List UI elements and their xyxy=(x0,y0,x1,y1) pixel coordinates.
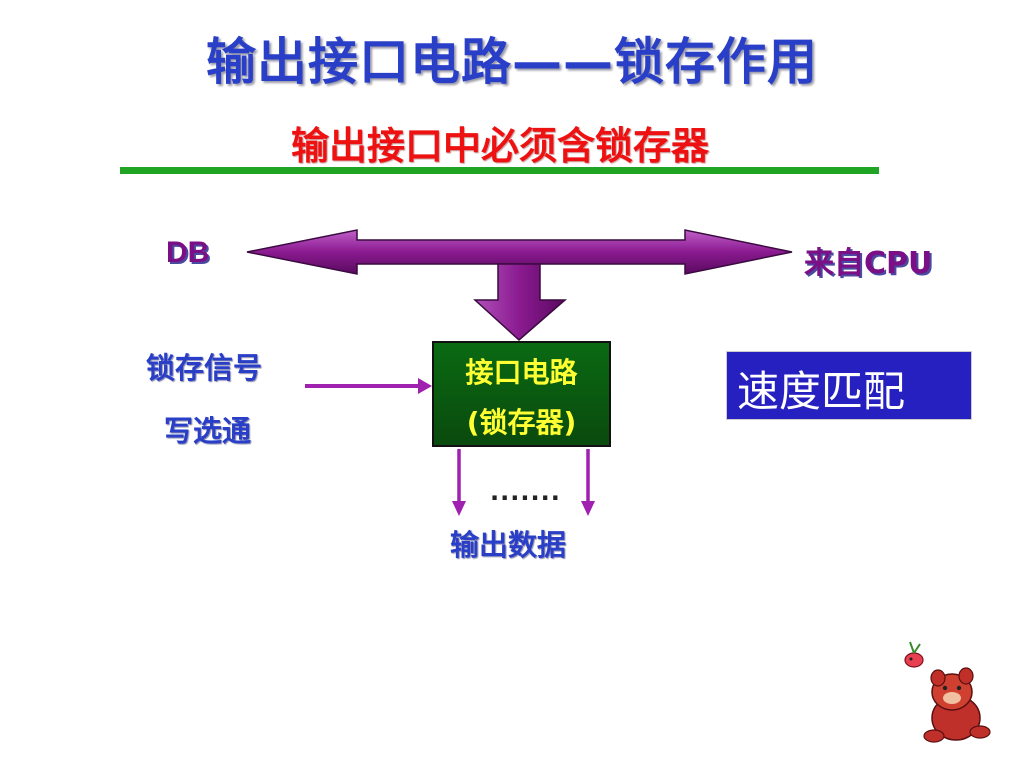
strobe-input-arrowhead xyxy=(418,378,432,394)
box-label-latch: (锁存器) xyxy=(466,406,577,439)
data-bus-arrow xyxy=(246,229,793,275)
box-label-interface: 接口电路 xyxy=(465,356,578,389)
write-strobe-label: 写选通 xyxy=(164,414,252,448)
page-subtitle: 输出接口中必须含锁存器 xyxy=(290,124,709,168)
cartoon-bear-icon xyxy=(904,641,991,743)
bus-to-box-arrow xyxy=(473,263,568,342)
output-arrowhead-left xyxy=(452,501,466,516)
output-ellipsis: ....... xyxy=(490,478,561,506)
output-arrowhead-right xyxy=(581,501,595,516)
bus-label-from-cpu: 来自CPU xyxy=(804,246,933,281)
bus-label-db: DB xyxy=(166,236,210,269)
page-title: 输出接口电路——锁存作用 xyxy=(206,33,818,91)
latch-signal-label: 锁存信号 xyxy=(146,351,263,385)
speed-matching-callout: 速度匹配 xyxy=(726,351,972,420)
title-divider xyxy=(120,167,879,174)
output-data-label: 输出数据 xyxy=(450,528,567,562)
interface-latch-box: 接口电路 (锁存器) xyxy=(432,341,611,447)
